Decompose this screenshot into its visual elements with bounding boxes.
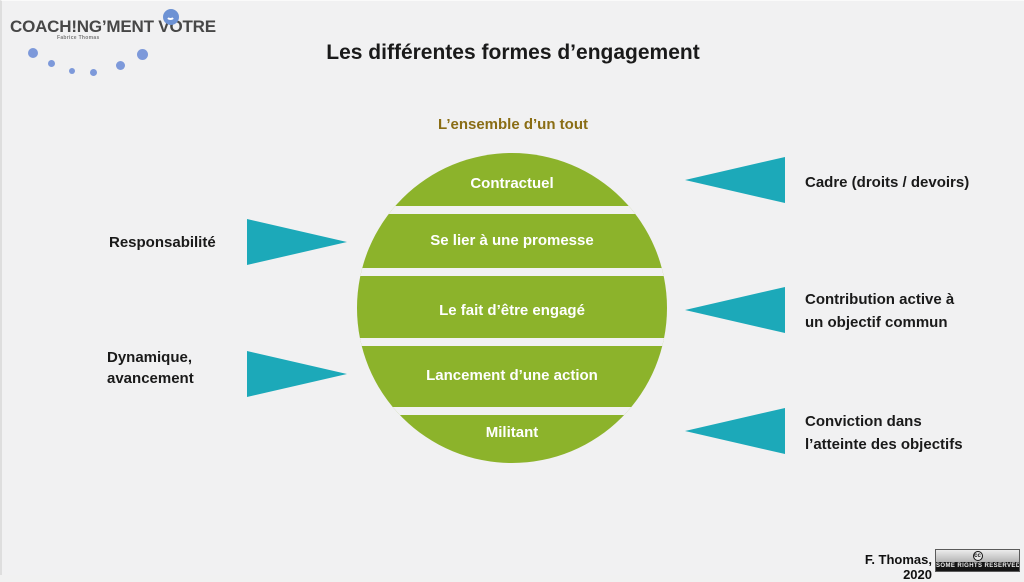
arrow-left-icon xyxy=(685,287,785,333)
arrow-right-icon xyxy=(247,219,347,265)
cc-icon: cc xyxy=(972,551,983,561)
callout-line: Contribution active à xyxy=(805,291,955,308)
band-action: Lancement d’une action xyxy=(426,367,598,384)
band-divider xyxy=(357,268,667,276)
coachingment-votre-logo: COACH!NG’MENT VOTRE Fabrice Thomas xyxy=(10,9,216,76)
logo-dot-icon xyxy=(28,48,38,58)
slide-title: Les différentes formes d’engagement xyxy=(326,41,700,64)
band-militant: Militant xyxy=(485,424,539,441)
cc-badge-top: cc xyxy=(936,550,1019,562)
callout-line: un objectif commun xyxy=(805,314,948,331)
callout-contribution: Contribution active à un objectif commun xyxy=(805,288,954,334)
callout-conviction: Conviction dans l’atteinte des objectifs xyxy=(805,410,963,456)
callout-line: Responsabilité xyxy=(109,234,216,251)
band-divider xyxy=(357,206,667,214)
logo-brand-text: COACH!NG’MENT VOTRE xyxy=(10,17,216,36)
callout-line: Cadre (droits / devoirs) xyxy=(805,174,970,191)
arrow-right-icon xyxy=(247,351,347,397)
diagram-subtitle: L’ensemble d’un tout xyxy=(437,116,588,133)
callout-line: avancement xyxy=(107,370,194,387)
band-divider xyxy=(357,407,667,415)
logo-dot-icon xyxy=(137,49,148,60)
arrow-left-icon xyxy=(685,157,785,203)
callout-cadre: Cadre (droits / devoirs) xyxy=(805,172,969,194)
cc-license-text: SOME RIGHTS RESERVED xyxy=(936,562,1019,571)
cc-license-badge[interactable]: cc SOME RIGHTS RESERVED xyxy=(935,549,1020,572)
band-divider xyxy=(357,338,667,346)
callout-responsabilite: Responsabilité xyxy=(109,232,216,254)
arrow-left-icon xyxy=(685,408,785,454)
logo-dot-icon xyxy=(90,69,97,76)
logo-dot-icon xyxy=(69,68,75,74)
band-contractuel: Contractuel xyxy=(470,175,554,192)
callout-line: l’atteinte des objectifs xyxy=(805,436,963,453)
callout-line: Dynamique, xyxy=(107,349,193,366)
logo-author-text: Fabrice Thomas xyxy=(57,35,100,41)
author-credit: F. Thomas, 2020 xyxy=(864,552,932,582)
logo-dot-icon xyxy=(116,61,125,70)
smiley-face-icon xyxy=(163,9,179,25)
engagement-circle: Contractuel Se lier à une promesse Le fa… xyxy=(357,153,667,463)
band-promesse: Se lier à une promesse xyxy=(430,232,594,249)
callout-line: Conviction dans xyxy=(805,413,922,430)
band-engage: Le fait d’être engagé xyxy=(439,302,585,319)
callout-dynamique: Dynamique, avancement xyxy=(107,347,194,389)
logo-dot-icon xyxy=(48,60,55,67)
